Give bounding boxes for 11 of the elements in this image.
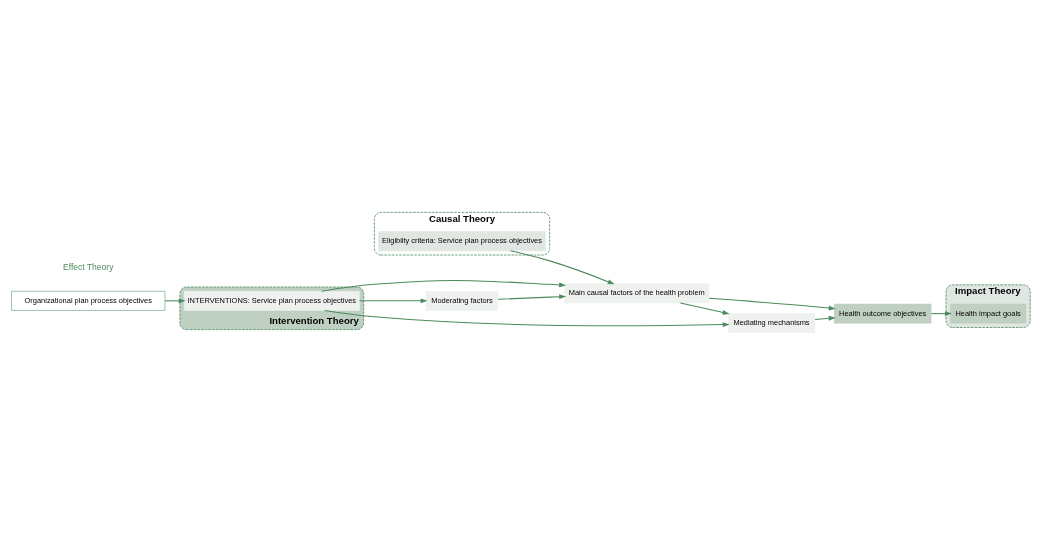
arrow [324, 309, 730, 328]
arrow [930, 311, 952, 317]
arrow [679, 302, 730, 315]
arrow [359, 298, 428, 304]
arrow [321, 279, 567, 292]
arrow [814, 315, 836, 321]
arrow [510, 250, 615, 285]
arrow [164, 298, 186, 304]
label: Effect Theory [63, 262, 114, 273]
arrow [708, 297, 836, 311]
arrow [497, 294, 567, 300]
